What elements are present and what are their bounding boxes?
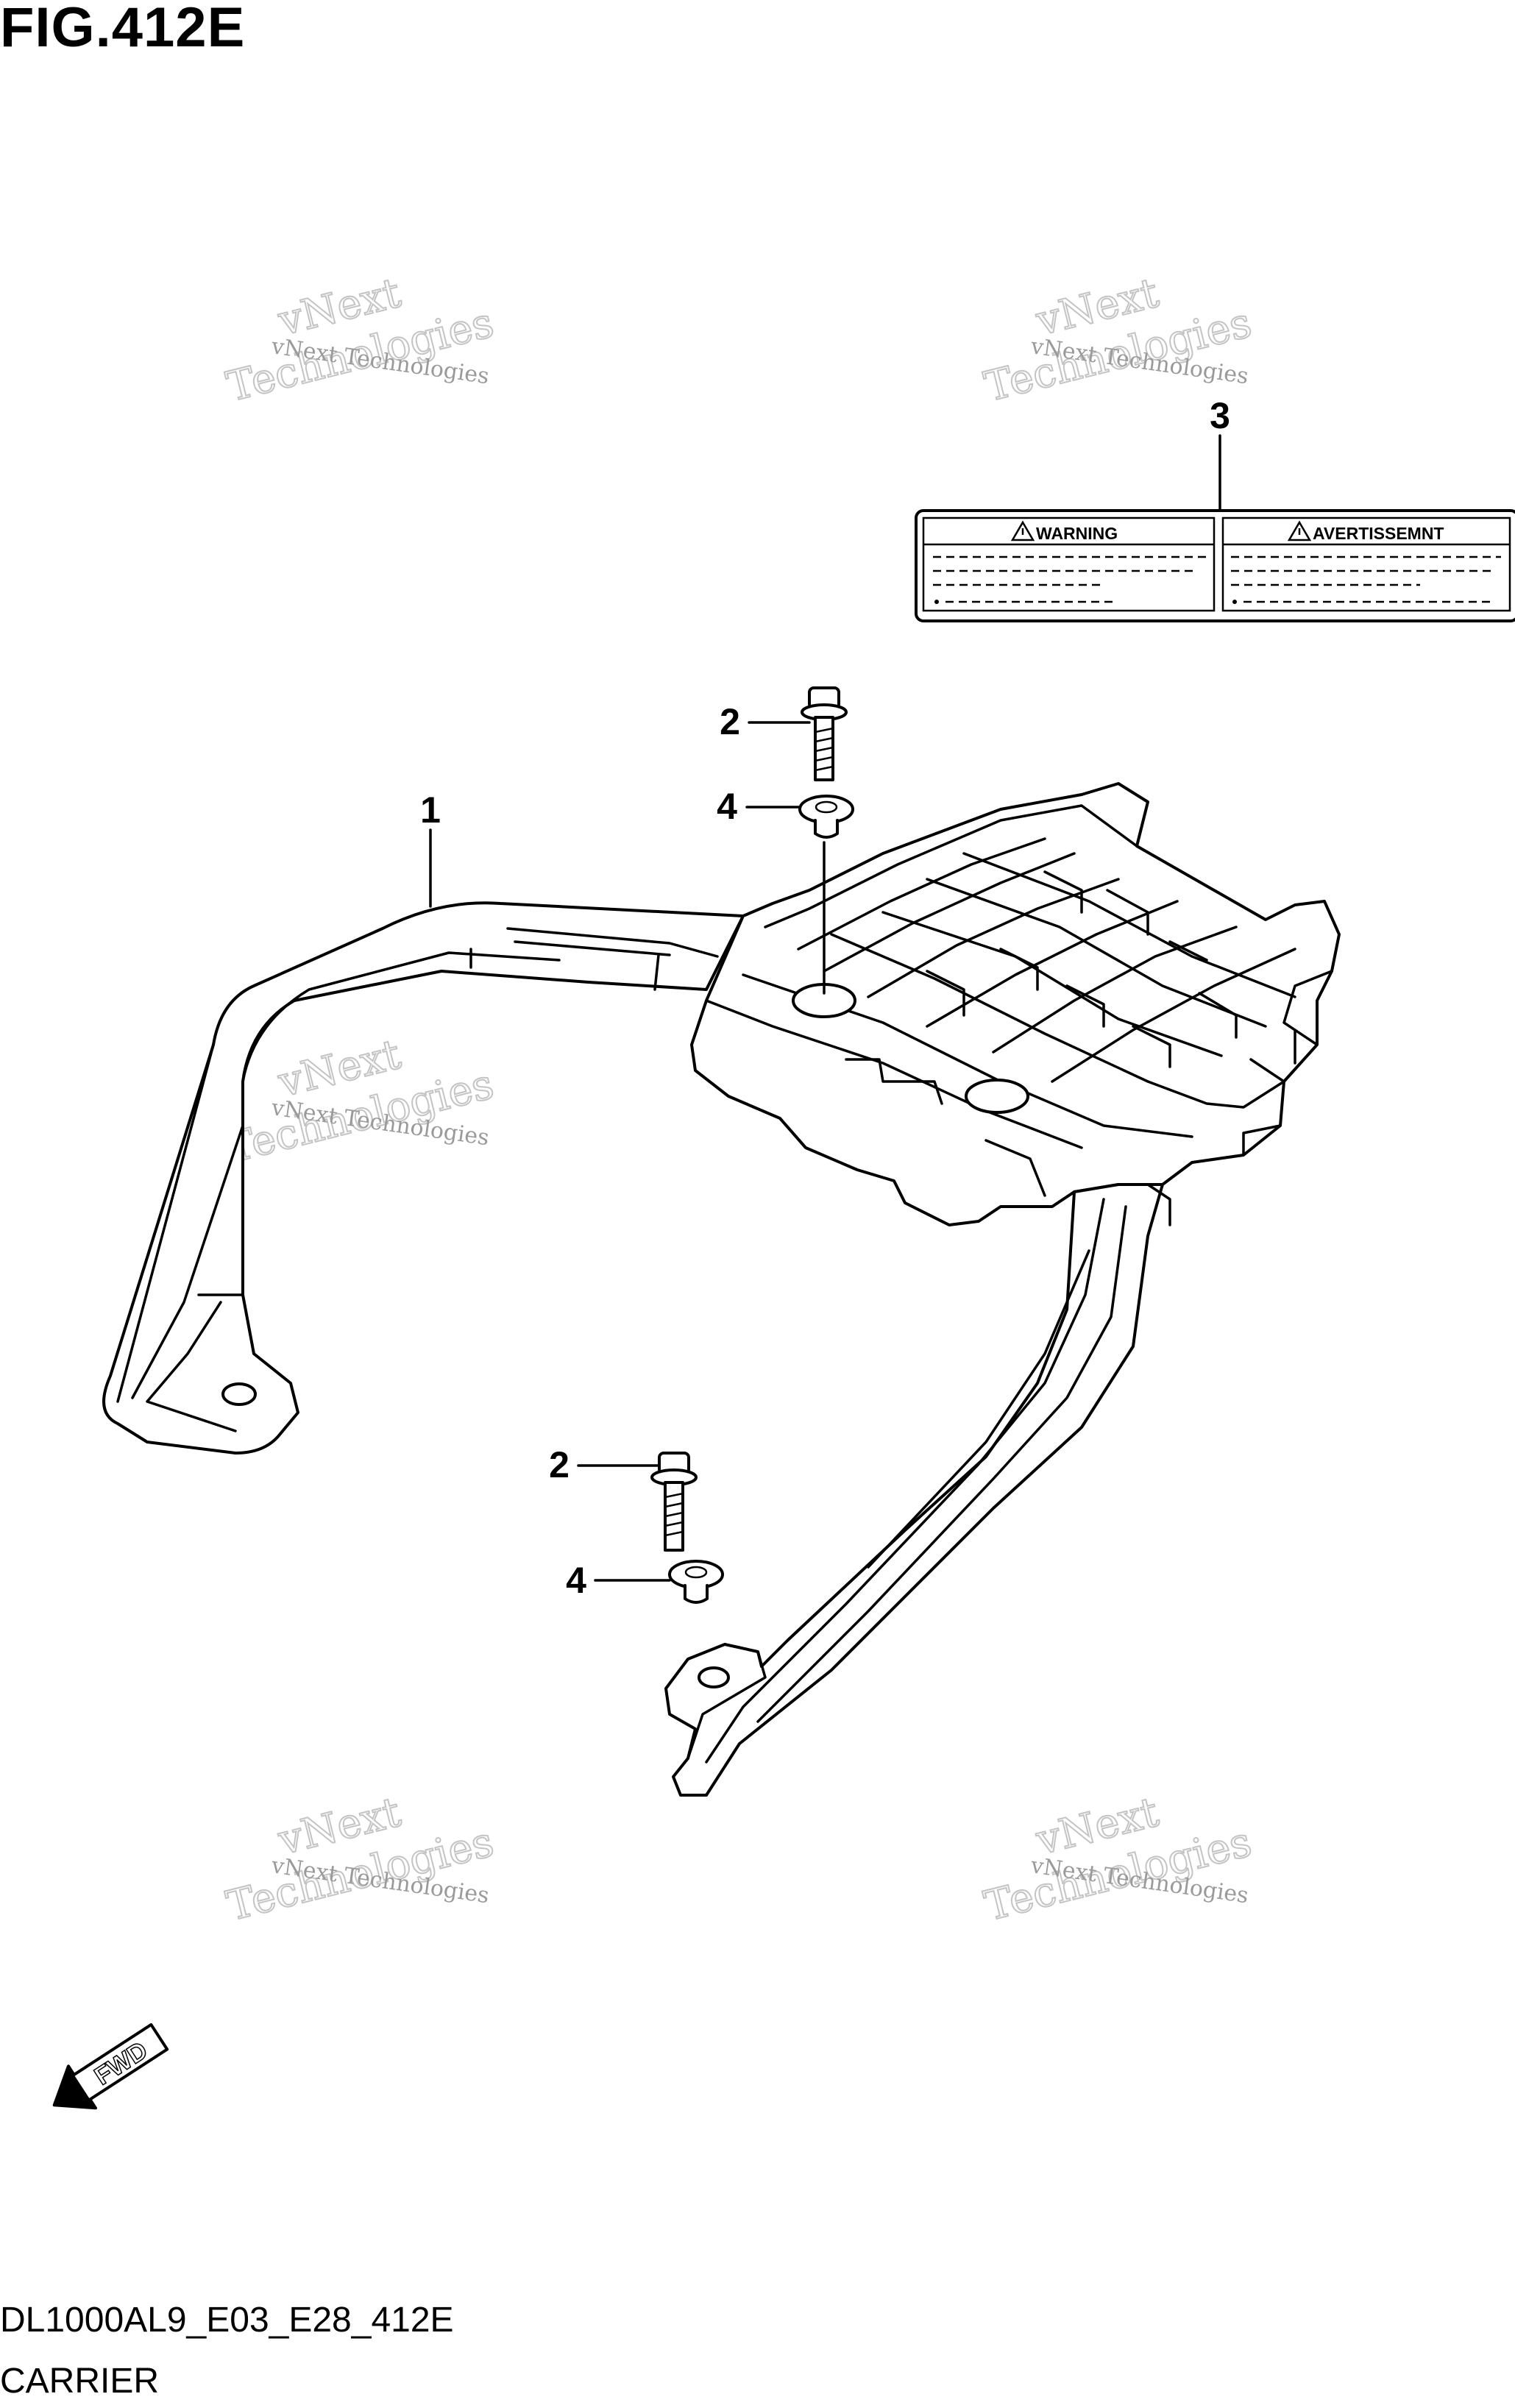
warning-triangle-icon <box>1287 520 1312 541</box>
callout-number-4: 4 <box>566 1560 586 1601</box>
callout-number-2: 2 <box>549 1444 570 1485</box>
callout-4-lower[interactable]: 4 <box>566 1560 671 1601</box>
carrier-left-arm <box>102 901 745 1455</box>
callout-2-upper[interactable]: 2 <box>720 701 811 742</box>
washer-part-lower[interactable] <box>668 1560 724 1604</box>
watermark-bottom-right: vNext Technologies <box>979 1788 1257 1931</box>
warning-heading-right: AVERTISSEMNT <box>1313 524 1444 543</box>
watermark-top-left: vNext Technologies <box>221 269 499 412</box>
callout-4-upper[interactable]: 4 <box>717 786 801 827</box>
figure-name: CARRIER <box>0 2362 160 2401</box>
fwd-arrow-icon: FWD <box>52 2022 169 2110</box>
warning-label-part[interactable]: WARNING AVERTISSEMNT <box>915 509 1515 622</box>
watermark-bottom-left: vNext Technologies <box>221 1788 499 1931</box>
callout-number-1: 1 <box>420 789 441 831</box>
label-outline <box>915 509 1515 622</box>
callout-number-3: 3 <box>1210 395 1230 436</box>
callout-3[interactable]: 3 <box>1210 395 1230 512</box>
carrier-part[interactable] <box>102 782 1341 1797</box>
warning-triangle-icon <box>1010 520 1035 541</box>
mount-hole <box>965 1079 1029 1114</box>
figure-code: DL1000AL9_E03_E28_412E <box>0 2301 454 2340</box>
callout-number-4: 4 <box>717 786 737 827</box>
mount-hole <box>221 1382 257 1406</box>
washer-part-upper[interactable] <box>798 795 854 839</box>
bolt-part-upper[interactable] <box>801 686 848 781</box>
label-left-panel <box>922 516 1216 612</box>
warning-heading-left: WARNING <box>1036 524 1118 543</box>
watermark-top-right: vNext Technologies <box>979 269 1257 412</box>
bolt-part-lower[interactable] <box>650 1452 698 1552</box>
figure-title: FIG.412E <box>0 0 246 59</box>
mount-hole <box>698 1666 730 1688</box>
callout-1[interactable]: 1 <box>420 789 441 908</box>
callout-2-lower[interactable]: 2 <box>549 1444 661 1485</box>
callout-number-2: 2 <box>720 701 740 742</box>
label-right-panel <box>1221 516 1511 612</box>
